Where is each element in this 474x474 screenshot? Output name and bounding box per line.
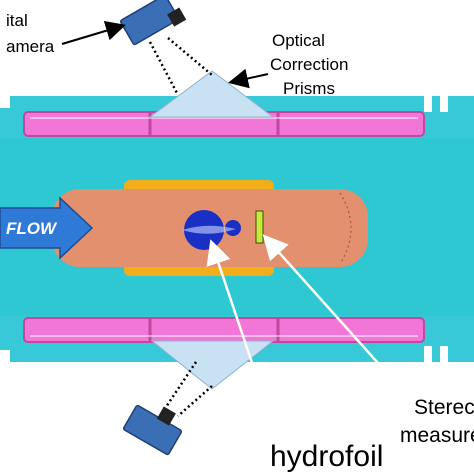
flow-label: FLOW: [6, 219, 58, 238]
prisms-label-line2: Correction: [270, 55, 348, 74]
flange-notch: [0, 350, 10, 362]
camera-label-line2: amera: [6, 37, 55, 56]
flange-notch: [0, 96, 10, 108]
stereo-label-line1: Sterec: [414, 396, 474, 419]
camera-sight-lines-bottom: [158, 361, 213, 417]
window-strip-top: [23, 111, 425, 137]
prisms-label-line3: Prisms: [283, 79, 335, 98]
camera-icon: [123, 404, 183, 456]
correction-prism-bottom: [150, 340, 275, 390]
stereo-piv-marker: [255, 210, 264, 244]
prism-pointer-arrow: [228, 68, 269, 89]
flange-notch: [440, 96, 448, 112]
stereo-pointer-arrow: [262, 234, 405, 393]
flow-arrow-icon: FLOW: [0, 196, 94, 260]
camera-pointer-arrow: [61, 21, 126, 45]
camera-label-line1: ital: [6, 11, 28, 30]
stereo-label-line2: measurem: [400, 424, 474, 447]
flange-notch: [424, 96, 432, 112]
flange-notch: [440, 346, 448, 362]
prisms-label-line1: Optical: [272, 31, 325, 50]
hydrofoil-pointer-arrow: [206, 239, 280, 441]
camera-icon: [120, 0, 187, 46]
hydrofoil-label: hydrofoil: [270, 440, 383, 473]
flange-notch: [424, 346, 432, 362]
correction-prism-top: [148, 70, 275, 118]
window-strip-bottom: [23, 317, 425, 343]
